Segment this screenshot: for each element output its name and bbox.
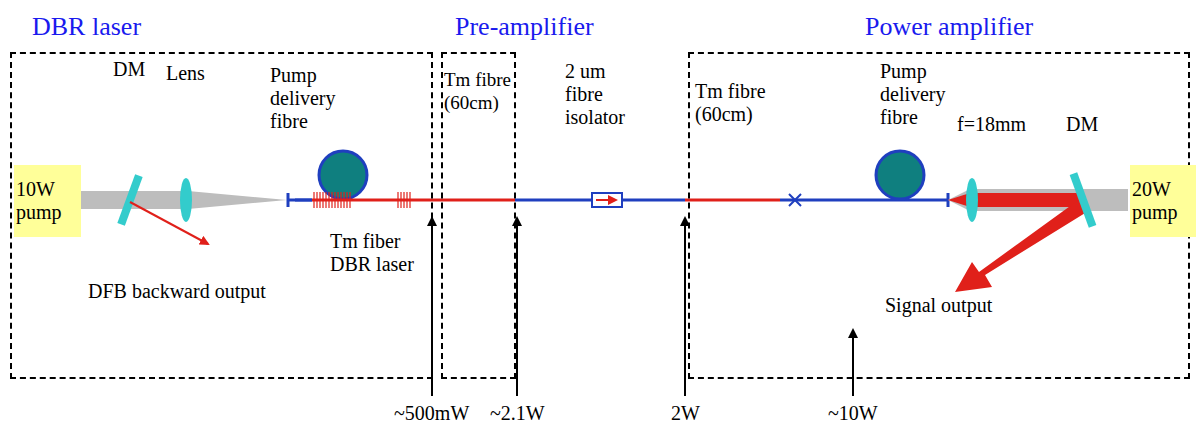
component-label: DM [113, 58, 145, 81]
component-label: DM [1066, 113, 1098, 136]
tm-fibre [685, 199, 780, 202]
tap-arrow [852, 330, 854, 396]
lens [966, 178, 978, 222]
section-title: DBR laser [32, 12, 141, 42]
dashed-region: DBR laser10W pump [10, 52, 433, 379]
fibre-coil [876, 151, 924, 199]
grating-line [403, 192, 404, 208]
splice-mark [789, 194, 801, 206]
backward-output-arrow [130, 202, 208, 244]
grating-line [340, 192, 341, 208]
dichroic-mirror [1070, 172, 1097, 227]
grating-line [346, 192, 347, 208]
tap-arrow [516, 218, 518, 396]
grating-line [409, 192, 410, 208]
power-value: 2W [671, 402, 700, 425]
component-label: Lens [166, 62, 205, 85]
fibre-coil [319, 151, 367, 199]
grating-line [319, 192, 320, 208]
grating-line [316, 192, 317, 208]
power-value: ~10W [828, 402, 878, 425]
pump-label: 20W pump [1132, 178, 1194, 224]
grating-line [406, 192, 407, 208]
grating-line [337, 192, 338, 208]
grating-line [343, 192, 344, 208]
fibre [288, 199, 312, 202]
pump-box: 10W pump [14, 165, 81, 237]
fibre [295, 199, 312, 202]
tm-fibre [312, 199, 515, 202]
grating-line [334, 192, 335, 208]
isolator [592, 193, 622, 207]
fibre [515, 199, 592, 202]
output-label: DFB backward output [88, 280, 266, 303]
fibre-grating [314, 192, 410, 208]
grating-line [313, 192, 314, 208]
grating-line [349, 192, 350, 208]
component-label: Tm fibre (60cm) [444, 68, 514, 114]
lens [180, 178, 192, 222]
grating-line [322, 192, 323, 208]
dichroic-mirror [117, 174, 142, 226]
power-value: ~2.1W [490, 402, 545, 425]
grating-line [400, 192, 401, 208]
grating-line [397, 192, 398, 208]
component-label: Pump delivery fibre [270, 64, 346, 133]
pump-box: 20W pump [1130, 165, 1196, 237]
isolator-arrow [596, 199, 616, 201]
output-label: Signal output [885, 294, 992, 317]
section-title: Pre-amplifier [455, 12, 594, 42]
fibre [780, 199, 948, 202]
component-label: Tm fibre (60cm) [695, 80, 771, 126]
power-value: ~500mW [394, 402, 469, 425]
fibre [622, 199, 685, 202]
component-label: Pump delivery fibre [880, 60, 960, 129]
pump-label: 10W pump [16, 178, 79, 224]
grating-line [331, 192, 332, 208]
grating-line [325, 192, 326, 208]
component-label: 2 um fibre isolator [565, 60, 641, 129]
section-title: Power amplifier [865, 12, 1033, 42]
grating-line [328, 192, 329, 208]
component-label: Tm fiber DBR laser [330, 230, 425, 276]
component-label: f=18mm [957, 113, 1026, 136]
tap-arrow [684, 218, 686, 396]
